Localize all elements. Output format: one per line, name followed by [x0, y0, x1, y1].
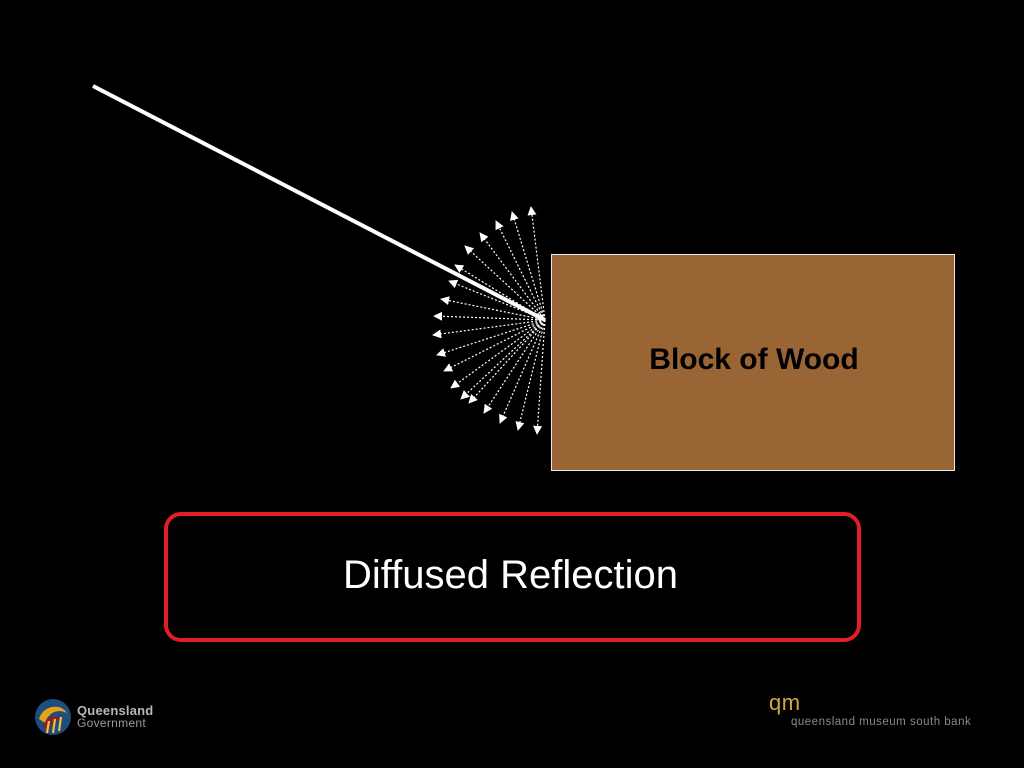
scattered-ray-15	[468, 319, 546, 404]
scattered-ray-19	[533, 319, 546, 435]
scattered-rays	[432, 206, 546, 435]
scattered-ray-18	[515, 319, 546, 431]
scattered-ray-12	[443, 319, 546, 372]
wood-block-label: Block of Wood	[649, 342, 859, 376]
scattered-ray-11	[436, 319, 546, 357]
qm-logo-mark: qm	[769, 690, 801, 715]
scattered-ray-1	[527, 206, 546, 321]
incident-ray	[92, 84, 546, 322]
queensland-logo-line1: Queensland	[77, 703, 154, 718]
scattered-ray-17	[499, 319, 546, 424]
scattered-ray-3	[495, 220, 546, 321]
queensland-government-logo: Queensland Government	[33, 697, 153, 737]
caption-box: Diffused Reflection	[164, 512, 861, 642]
scattered-ray-9	[433, 311, 546, 321]
scattered-ray-16	[483, 319, 546, 414]
scattered-ray-4	[479, 232, 546, 321]
scattered-ray-8	[440, 296, 546, 321]
caption-text: Diffused Reflection	[343, 552, 678, 597]
scattered-ray-14	[460, 319, 546, 400]
queensland-crest-icon	[35, 699, 71, 735]
scattered-ray-2	[510, 211, 546, 321]
wood-block-shape	[551, 254, 955, 471]
wood-block: Block of Wood	[551, 254, 955, 471]
queensland-logo-line2: Government	[77, 716, 147, 730]
scattered-ray-13	[450, 319, 546, 389]
qm-logo-tagline: queensland museum south bank	[791, 716, 972, 728]
scattered-ray-10	[432, 319, 546, 339]
